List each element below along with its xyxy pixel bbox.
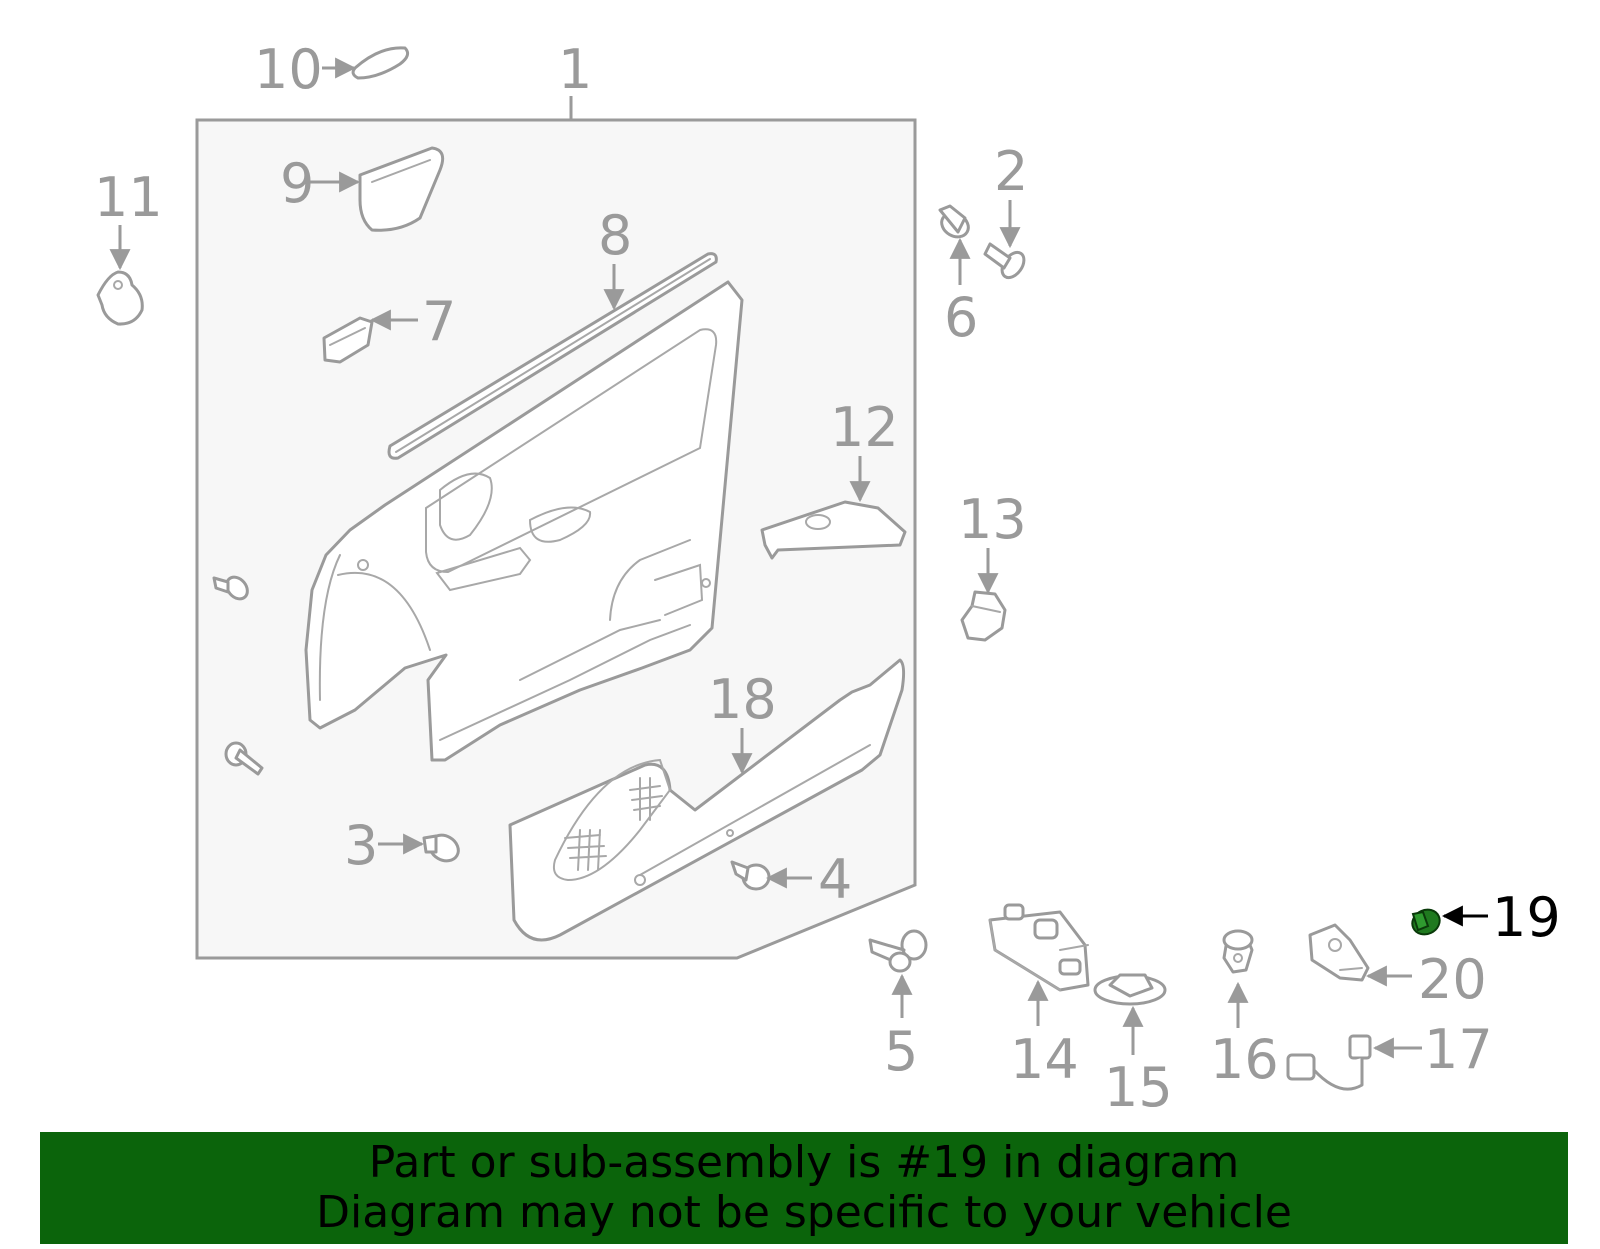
label-2: 2 bbox=[994, 140, 1028, 203]
belt-molding-part bbox=[387, 252, 718, 460]
label-16: 16 bbox=[1210, 1028, 1279, 1091]
part-13 bbox=[960, 590, 1007, 642]
fastener-part-3 bbox=[422, 833, 460, 863]
label-7: 7 bbox=[422, 290, 456, 353]
label-20: 20 bbox=[1418, 948, 1487, 1011]
part-7 bbox=[322, 316, 374, 364]
label-15: 15 bbox=[1104, 1056, 1173, 1119]
part-11 bbox=[96, 270, 144, 326]
label-13: 13 bbox=[958, 488, 1027, 551]
label-9: 9 bbox=[280, 152, 314, 215]
clip-part-6 bbox=[938, 204, 970, 239]
window-switch-part-14 bbox=[988, 903, 1090, 992]
wire-harness-part-17 bbox=[1286, 1034, 1372, 1091]
label-5: 5 bbox=[884, 1020, 918, 1083]
label-17: 17 bbox=[1424, 1018, 1493, 1081]
leader-lines bbox=[109, 57, 1488, 1059]
label-10: 10 bbox=[254, 38, 323, 101]
label-3: 3 bbox=[344, 814, 378, 877]
part-15 bbox=[1093, 973, 1167, 1006]
banner-line-1: Part or sub-assembly is #19 in diagram bbox=[368, 1137, 1240, 1188]
label-4: 4 bbox=[818, 848, 852, 911]
label-12: 12 bbox=[830, 396, 899, 459]
fastener-left-lower bbox=[224, 741, 264, 776]
screw-part-2 bbox=[983, 242, 1026, 280]
label-8: 8 bbox=[598, 204, 632, 267]
door-trim-panel-part bbox=[304, 280, 744, 762]
banner-line-2: Diagram may not be specific to your vehi… bbox=[316, 1187, 1292, 1238]
part-10 bbox=[351, 46, 410, 80]
label-19-highlighted: 19 bbox=[1492, 886, 1561, 949]
screw-part-5 bbox=[868, 929, 928, 973]
handle-bezel-part bbox=[358, 146, 445, 232]
part-12 bbox=[760, 500, 907, 560]
fastener-part-4 bbox=[730, 860, 771, 891]
part-labels: 1 10 9 11 8 7 2 6 12 13 18 3 4 5 14 15 1… bbox=[94, 38, 1561, 1119]
label-6: 6 bbox=[944, 286, 978, 349]
part-20 bbox=[1308, 923, 1370, 982]
label-18: 18 bbox=[708, 668, 777, 731]
clip-part-16 bbox=[1222, 929, 1254, 974]
label-14: 14 bbox=[1010, 1028, 1079, 1091]
info-banner: Part or sub-assembly is #19 in diagram D… bbox=[40, 1132, 1568, 1244]
label-1: 1 bbox=[558, 38, 592, 101]
part-19-highlighted bbox=[1411, 908, 1441, 936]
label-11: 11 bbox=[94, 166, 163, 229]
armrest-trim-part bbox=[508, 658, 906, 942]
fastener-left-upper bbox=[212, 575, 249, 601]
